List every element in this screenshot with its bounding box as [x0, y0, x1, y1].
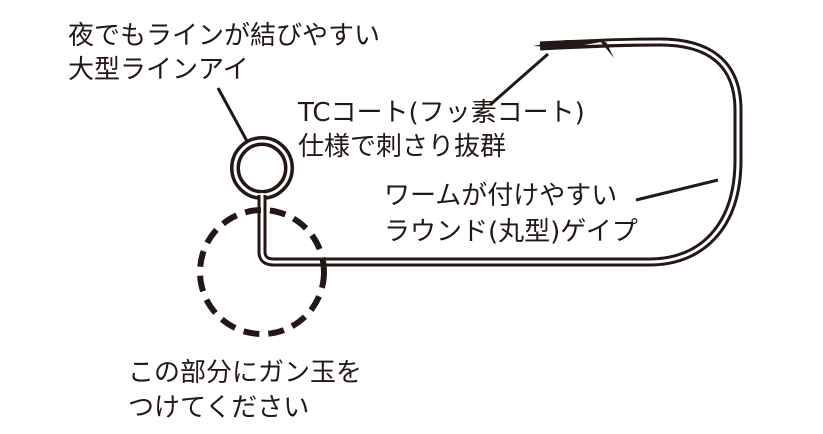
label-line-eye: 夜でもラインが結びやすい 大型ラインアイ [68, 21, 380, 85]
label-round-gape-line1: ワームが付けやすい [384, 181, 617, 211]
hook-point [533, 40, 612, 48]
line-eye [230, 136, 294, 208]
leader-line-eye [216, 87, 250, 144]
label-line-eye-line1: 夜でもラインが結びやすい [68, 21, 380, 51]
label-split-shot: この部分にガン玉を つけてください [128, 358, 362, 423]
label-line-eye-line2: 大型ラインアイ [68, 55, 249, 85]
label-split-shot-line2: つけてください [128, 393, 309, 423]
leader-lines [216, 52, 719, 202]
leader-line-tc-coat [489, 52, 549, 107]
label-split-shot-line1: この部分にガン玉を [128, 358, 362, 388]
label-tc-coat-line2: 仕様で刺さり抜群 [298, 132, 506, 162]
label-round-gape-line2: ラウンド(丸型)ゲイプ [384, 217, 638, 247]
hook [257, 37, 743, 267]
label-tc-coat: TCコート(フッ素コート) 仕様で刺さり抜群 [297, 98, 585, 162]
hook-wire-inner [260, 40, 740, 264]
split-shot-area [197, 207, 327, 337]
hook-barb [600, 41, 614, 58]
label-round-gape: ワームが付けやすい ラウンド(丸型)ゲイプ [384, 181, 638, 247]
leader-line-round-gape [635, 178, 719, 202]
label-tc-coat-line1: TCコート(フッ素コート) [297, 98, 585, 128]
